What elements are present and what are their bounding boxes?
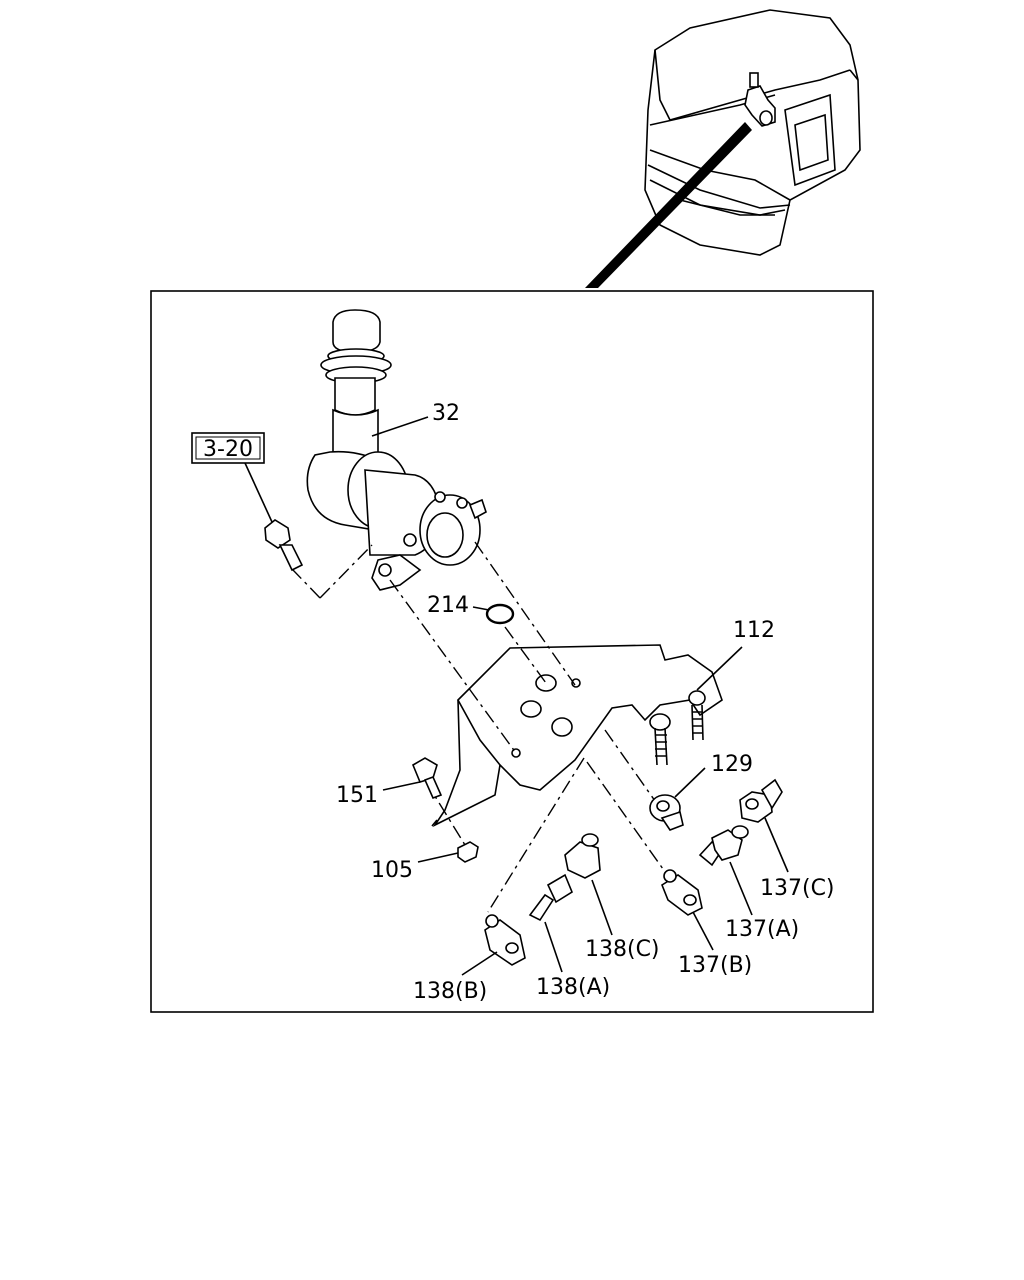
o-ring-part xyxy=(485,603,515,625)
fitting-138a-part xyxy=(528,873,573,922)
detail-frame xyxy=(150,290,874,1013)
fitting-129-part xyxy=(649,794,684,831)
part-label-138b: 138(B) xyxy=(413,979,487,1004)
fitting-137a-part xyxy=(698,825,749,867)
part-label-137b: 137(B) xyxy=(678,953,752,978)
mounting-bolt xyxy=(264,519,304,572)
part-label-137c: 137(C) xyxy=(760,876,835,901)
bolt-part xyxy=(411,757,443,800)
nut-part xyxy=(457,841,479,863)
detail-callout-wedge xyxy=(585,122,752,288)
fitting-138b-part xyxy=(484,914,526,966)
part-label-129: 129 xyxy=(711,752,753,777)
cab-inset-illustration xyxy=(644,9,861,256)
part-label-112: 112 xyxy=(733,618,775,643)
part-label-151: 151 xyxy=(336,783,378,808)
fitting-138c-part xyxy=(564,833,601,879)
part-label-138c: 138(C) xyxy=(585,937,660,962)
part-label-137a: 137(A) xyxy=(725,917,799,942)
part-label-214: 214 xyxy=(427,593,469,618)
bracket xyxy=(431,644,723,828)
part-label-138a: 138(A) xyxy=(536,975,610,1000)
part-label-32: 32 xyxy=(432,401,460,426)
leader-lines xyxy=(371,416,789,976)
fitting-137b-part xyxy=(661,869,703,916)
reference-box xyxy=(191,432,265,464)
reference-box-label: 3-20 xyxy=(203,437,253,462)
part-label-105: 105 xyxy=(371,858,413,883)
fitting-137c-part xyxy=(739,778,783,823)
washer-pump-assembly xyxy=(306,309,487,591)
